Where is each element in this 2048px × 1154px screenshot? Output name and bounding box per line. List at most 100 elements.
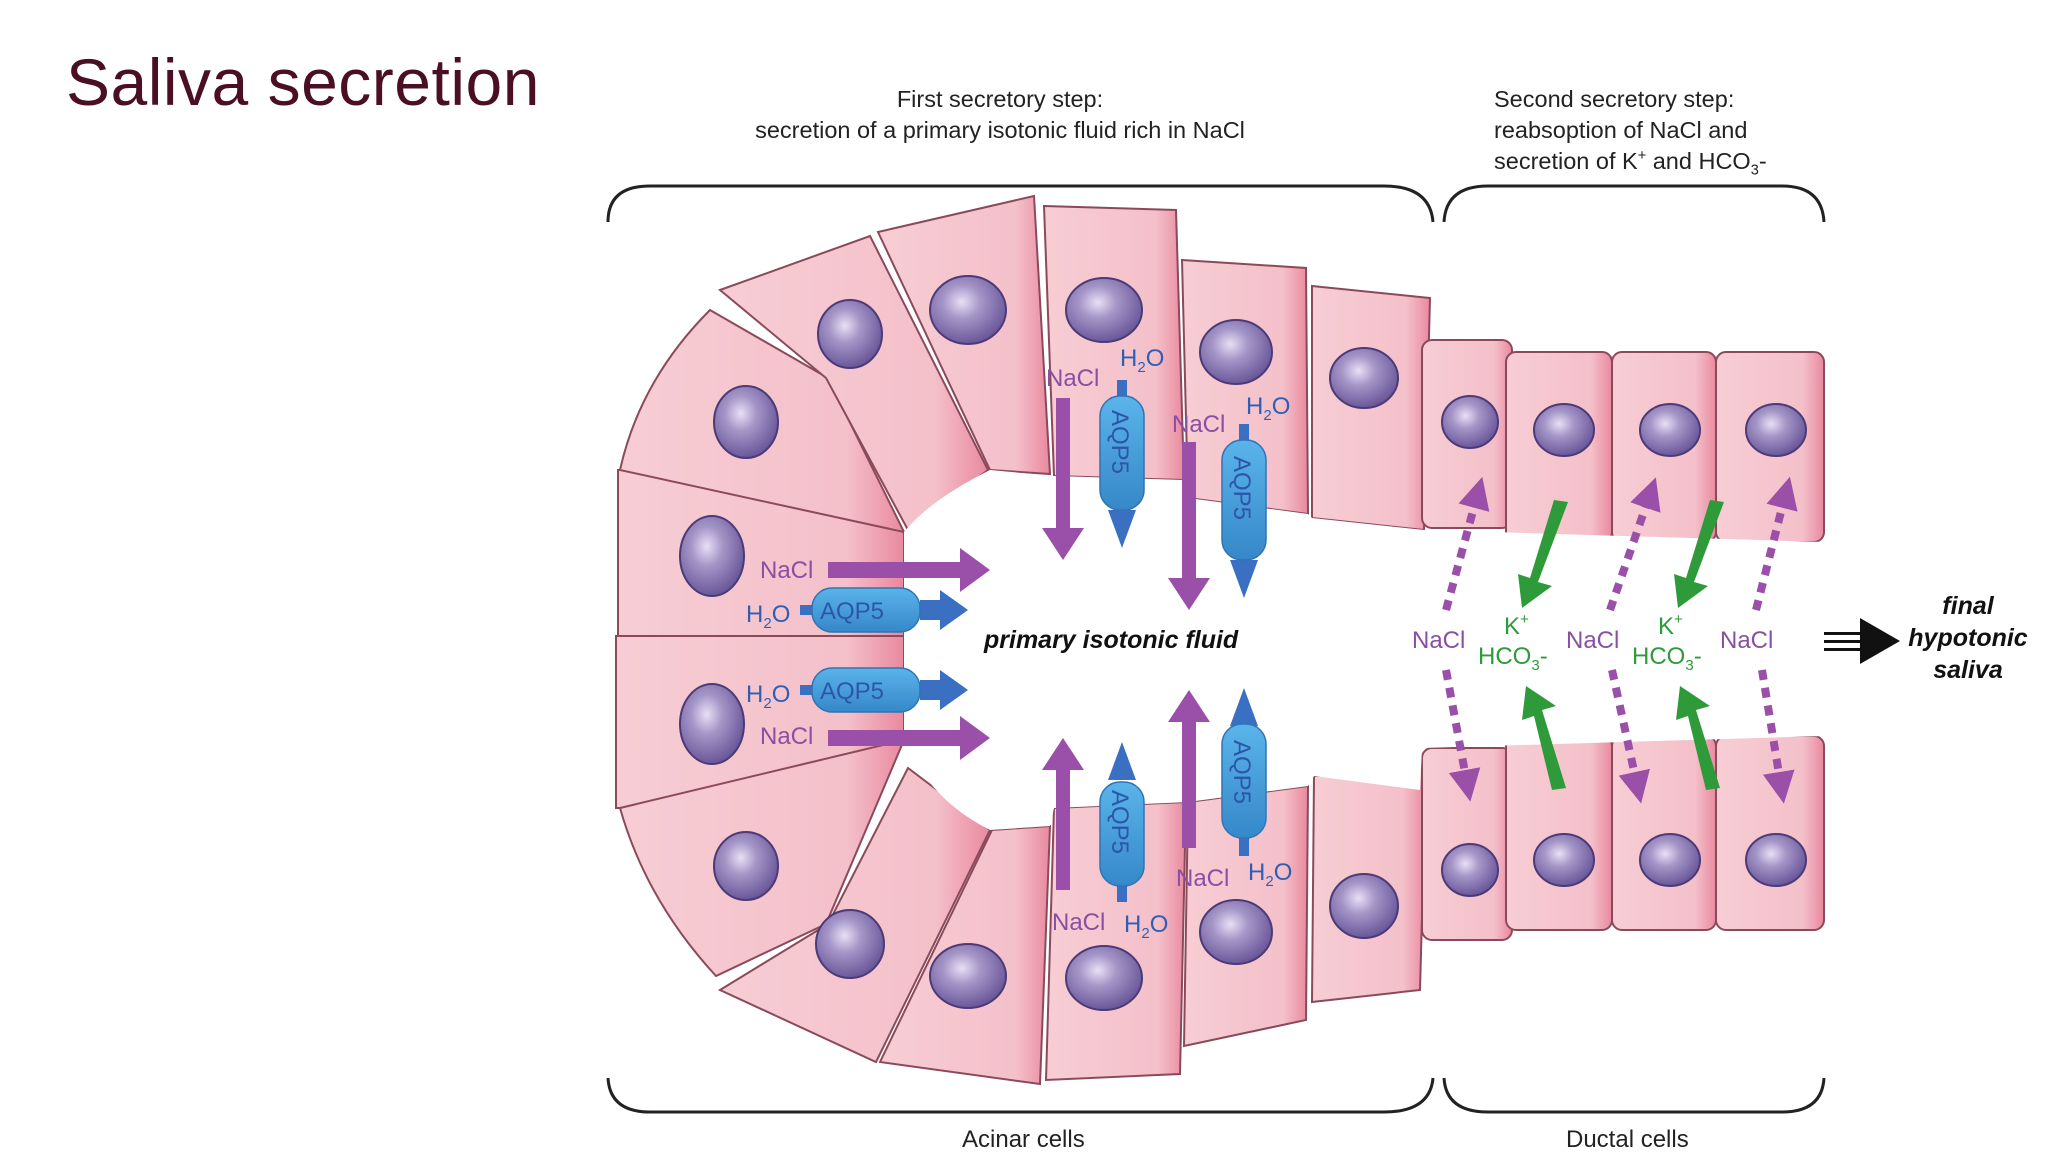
nucleus	[817, 299, 883, 369]
ductal-nacl-label: NaCl	[1412, 627, 1465, 654]
ductal-nacl-arrows	[1442, 476, 1798, 804]
aqp5-channel	[811, 667, 921, 713]
ductal-nacl-label: NaCl	[1566, 627, 1619, 654]
water-arrow-stub	[1117, 380, 1127, 400]
nucleus	[679, 683, 745, 765]
nacl-label: NaCl	[1176, 865, 1229, 892]
h2o-h: H	[1248, 859, 1265, 886]
hco-minus: -	[1694, 643, 1702, 670]
h2o-sub: 2	[763, 615, 771, 632]
water-arrow-stub	[1239, 836, 1249, 856]
water-arrow	[1108, 742, 1136, 780]
hco3-label: HCO3-	[1478, 643, 1548, 674]
k-label: K+	[1658, 611, 1683, 640]
nacl-label: NaCl	[1052, 909, 1105, 936]
nacl-arrow	[828, 548, 990, 592]
output-arrow-head	[1860, 618, 1900, 664]
h2o-label: H2O	[1246, 393, 1290, 424]
hco3-arrow	[1676, 686, 1720, 790]
second-step-line3-c: -	[1758, 148, 1767, 174]
second-step-header: Second secretory step: reabsoption of Na…	[1494, 84, 1767, 179]
ductal-cell	[1505, 735, 1613, 931]
h2o-sub: 2	[763, 695, 771, 712]
nucleus	[1533, 833, 1595, 887]
water-arrow-stub	[800, 605, 816, 615]
h2o-label: H2O	[1124, 911, 1168, 942]
nucleus	[1639, 833, 1701, 887]
aqp5-label: AQP5	[1106, 790, 1133, 854]
nuclei	[679, 275, 1807, 1011]
acinar-top-bracket	[606, 184, 1435, 223]
nucleus	[1199, 319, 1273, 385]
slide-title: Saliva secretion	[66, 45, 540, 119]
aqp5-label: AQP5	[820, 598, 884, 625]
output-arrow	[1824, 618, 1900, 664]
ductal-cell	[1715, 735, 1825, 931]
nacl-label: NaCl	[1046, 365, 1099, 392]
aqp5-channels	[811, 395, 1267, 887]
acinar-cells-label: Acinar cells	[962, 1126, 1085, 1153]
nucleus	[1441, 843, 1499, 897]
output-arrow-line	[1824, 632, 1864, 635]
k-sup: +	[1520, 611, 1529, 628]
nucleus	[713, 385, 779, 459]
k-text: K	[1658, 613, 1674, 640]
nucleus	[1329, 347, 1399, 409]
first-step-line1: First secretory step:	[896, 86, 1104, 112]
second-step-line1: Second secretory step:	[1494, 86, 1735, 112]
h2o-label: H2O	[746, 601, 790, 632]
water-arrow-stub	[1239, 424, 1249, 444]
nacl-label: NaCl	[760, 723, 813, 750]
second-step-line3-sup: +	[1637, 148, 1647, 165]
water-arrow-stub	[1117, 882, 1127, 902]
aqp5-label: AQP5	[1106, 410, 1133, 474]
aqp5-channel	[1221, 439, 1267, 561]
water-arrow	[1108, 510, 1136, 548]
h2o-o: O	[772, 681, 791, 708]
ductal-secretion-arrows	[1518, 500, 1724, 790]
nucleus	[1065, 945, 1143, 1011]
nacl-arrow	[828, 716, 990, 760]
h2o-h: H	[1124, 911, 1141, 938]
hco3-label: HCO3-	[1632, 643, 1702, 674]
nucleus	[1441, 395, 1499, 449]
h2o-label: H2O	[1248, 859, 1292, 890]
water-arrow	[1230, 688, 1258, 726]
h2o-h: H	[1120, 345, 1137, 372]
final-saliva-label: hypotonic	[1908, 624, 2028, 652]
lumen	[904, 470, 1824, 830]
hco-text: HCO	[1478, 643, 1531, 670]
h2o-o: O	[772, 601, 791, 628]
final-saliva-label: saliva	[1933, 656, 2003, 684]
h2o-sub: 2	[1265, 873, 1273, 890]
water-arrows	[800, 380, 1258, 902]
ductal-top-bracket	[1442, 184, 1826, 223]
nacl-arrow	[1168, 442, 1210, 610]
k-text: K	[1504, 613, 1520, 640]
nucleus	[815, 909, 885, 979]
nucleus	[929, 275, 1007, 345]
acinar-bottom-bracket	[606, 1077, 1435, 1114]
h2o-h: H	[746, 681, 763, 708]
nucleus	[679, 515, 745, 597]
nucleus	[1329, 873, 1399, 939]
water-arrow	[920, 670, 968, 710]
second-step-line3-b: and HCO	[1646, 148, 1751, 174]
water-arrow-stub	[800, 685, 816, 695]
output-arrow-line	[1824, 648, 1864, 651]
aqp5-label: AQP5	[1228, 740, 1255, 804]
lumen-label: primary isotonic fluid	[983, 626, 1239, 654]
h2o-sub: 2	[1263, 407, 1271, 424]
h2o-o: O	[1274, 859, 1293, 886]
h2o-sub: 2	[1137, 359, 1145, 376]
ductal-nacl-arrow	[1606, 477, 1661, 612]
nucleus	[1065, 277, 1143, 343]
h2o-h: H	[1246, 393, 1263, 420]
h2o-label: H2O	[746, 681, 790, 712]
nucleus	[1745, 833, 1807, 887]
second-step-line3-sub: 3	[1750, 162, 1759, 179]
aqp5-label: AQP5	[1228, 456, 1255, 520]
water-arrow	[920, 590, 968, 630]
nacl-arrow	[1042, 398, 1084, 560]
